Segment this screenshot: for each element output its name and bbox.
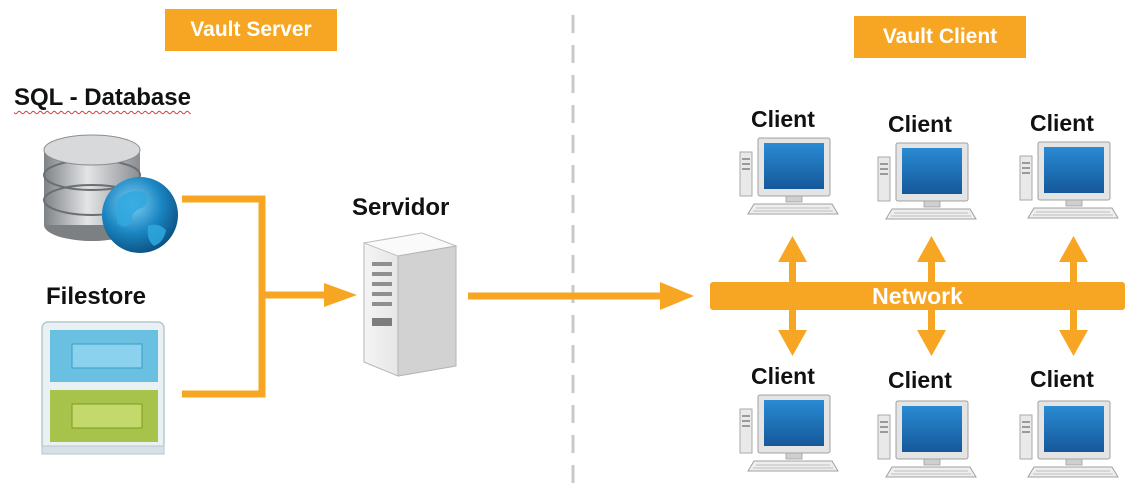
client-label-top-2: Client: [888, 111, 952, 137]
network-label: Network: [872, 282, 963, 309]
client-label-bottom-2: Client: [888, 367, 952, 393]
client-label-bottom-1: Client: [751, 363, 815, 389]
client-label-top-1: Client: [751, 106, 815, 132]
client-label-top-3: Client: [1030, 110, 1094, 136]
vault-client-header: Vault Client: [854, 16, 1026, 58]
server-tower-icon: [362, 232, 458, 377]
desktop-computer-icon: [1019, 400, 1119, 478]
arrow-col-3: [1059, 236, 1088, 356]
desktop-computer-icon: [877, 142, 977, 220]
vault-server-header: Vault Server: [165, 9, 337, 51]
client-label-bottom-3: Client: [1030, 366, 1094, 392]
arrow-col-2: [917, 236, 946, 356]
server-connector: [182, 195, 325, 398]
filestore-label: Filestore: [46, 283, 147, 310]
arrow-col-1: [778, 236, 807, 356]
desktop-computer-icon: [1019, 141, 1119, 219]
server-label: Servidor: [352, 194, 450, 221]
desktop-computer-icon: [739, 394, 839, 472]
network-arrows: [778, 236, 1088, 356]
filestore-drawers-icon: [41, 321, 165, 455]
network-bar: [710, 282, 1125, 310]
database-globe-icon: [43, 134, 178, 253]
desktop-computer-icon: [739, 137, 839, 215]
database-label: SQL - Database: [14, 84, 191, 111]
arrow-to-network: [660, 282, 694, 310]
arrow-to-server: [324, 283, 357, 307]
desktop-computer-icon: [877, 400, 977, 478]
